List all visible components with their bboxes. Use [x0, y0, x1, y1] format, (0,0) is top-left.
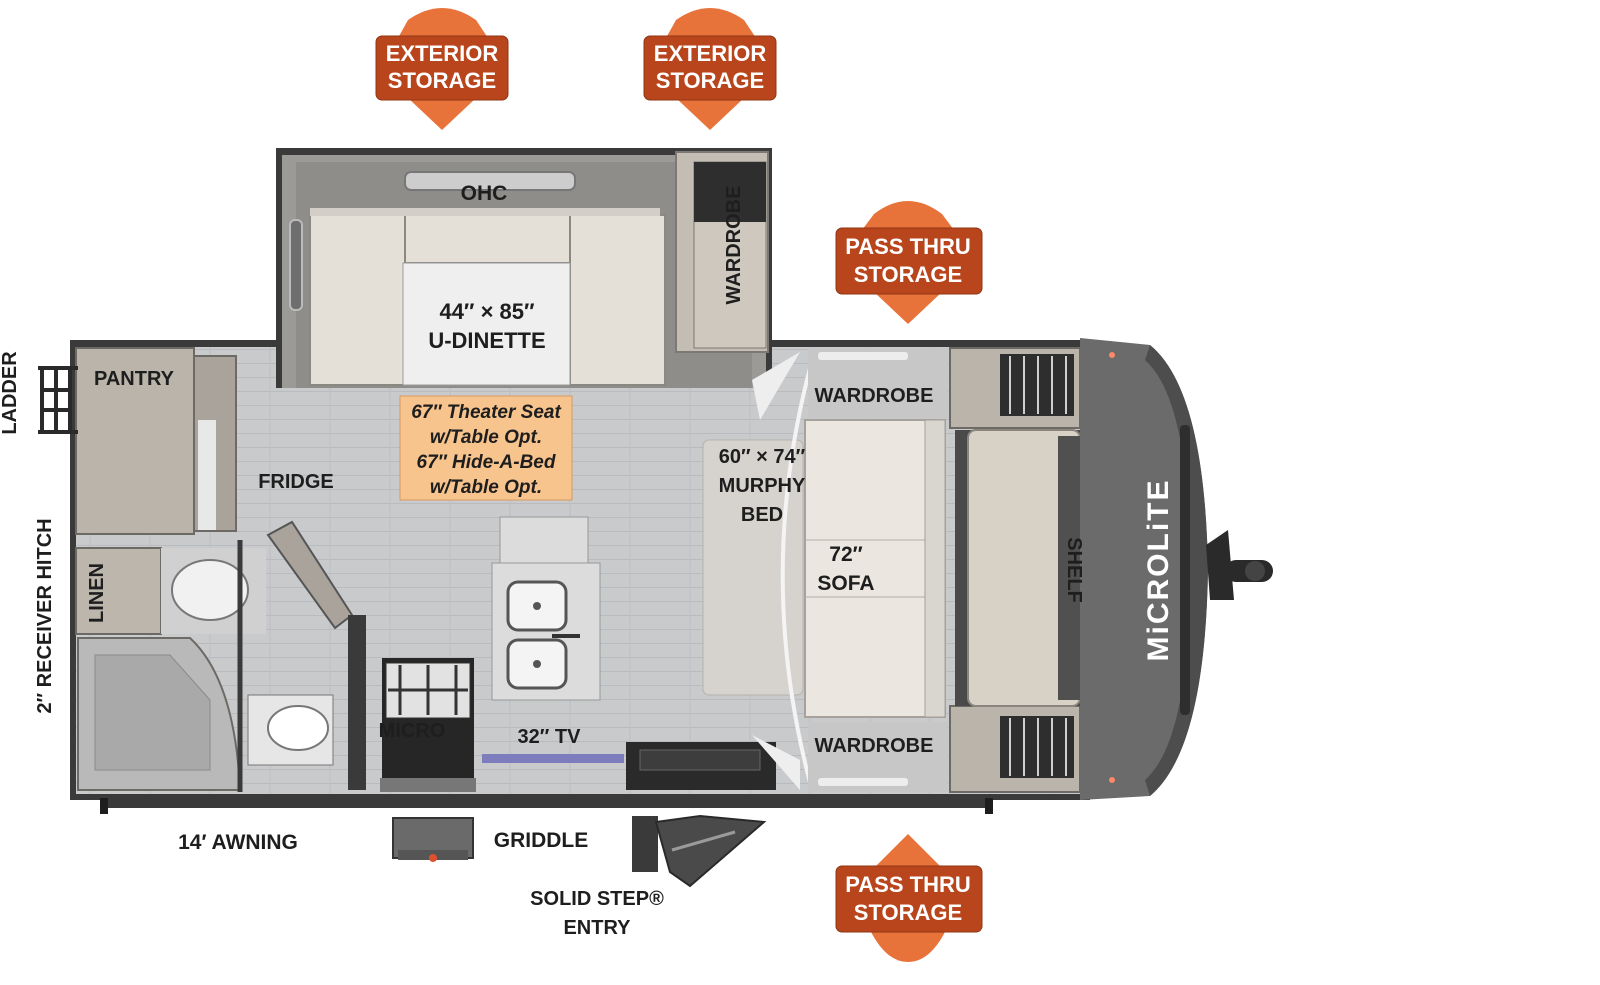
front-cap	[1080, 338, 1208, 800]
murphy-bed	[702, 439, 804, 696]
dinette-name-label: U-DINETTE	[428, 328, 545, 353]
ladder-label: LADDER	[0, 351, 21, 435]
u-dinette	[289, 171, 666, 386]
front-section	[949, 347, 1081, 793]
sink-bath	[267, 705, 329, 751]
sofa-line: 72″	[829, 543, 862, 566]
ohc-cabinet	[404, 171, 576, 191]
griddle-label: GRIDDLE	[494, 829, 589, 852]
callout-exterior-storage-2: EXTERIOR STORAGE	[643, 8, 777, 130]
tv-mount	[482, 754, 624, 763]
sofa-line: SOFA	[817, 572, 874, 595]
toilet	[171, 559, 249, 621]
callout-line: EXTERIOR	[386, 41, 499, 66]
ohc-label: OHC	[461, 182, 508, 205]
theater-line: 67″ Hide-A-Bed	[417, 452, 556, 473]
dinette-size-label: 44″ × 85″	[439, 299, 535, 324]
window	[289, 219, 303, 311]
murphy-bed-area	[702, 348, 948, 792]
kitchen	[348, 516, 776, 792]
callout-line: EXTERIOR	[654, 41, 767, 66]
slide-wardrobe	[675, 151, 769, 353]
callout-line: STORAGE	[656, 68, 764, 93]
awning-label: 14′ AWNING	[178, 831, 298, 854]
callout-pass-thru-storage-top: PASS THRU STORAGE	[835, 201, 983, 324]
ladder	[38, 366, 78, 434]
pantry-label: PANTRY	[94, 368, 175, 390]
awning	[100, 798, 993, 814]
micro-label: MICRO	[379, 720, 446, 742]
murphy-line: 60″ × 74″	[719, 446, 806, 468]
callout-line: PASS THRU	[845, 234, 971, 259]
wardrobe-top-label: WARDROBE	[815, 385, 934, 407]
theater-line: w/Table Opt.	[430, 477, 542, 498]
sofa	[804, 419, 946, 718]
theater-line: w/Table Opt.	[430, 427, 542, 448]
callout-line: STORAGE	[854, 900, 962, 925]
callout-line: STORAGE	[854, 262, 962, 287]
murphy-line: MURPHY	[719, 475, 806, 497]
shelf	[1058, 436, 1080, 700]
theater-seat-box	[399, 395, 573, 501]
pantry-cabinet	[75, 347, 237, 535]
callout-line: PASS THRU	[845, 872, 971, 897]
hitch-jack	[1206, 530, 1234, 600]
theater-line: 67″ Theater Seat	[411, 402, 561, 423]
wardrobe-bottom-label: WARDROBE	[815, 735, 934, 757]
receiver-hitch-label: 2″ RECEIVER HITCH	[34, 518, 56, 713]
fridge-label: FRIDGE	[258, 471, 334, 493]
wardrobe-slide-label: WARDROBE	[723, 186, 745, 305]
solid-step-entry	[632, 814, 767, 888]
callout-pass-thru-storage-bottom: PASS THRU STORAGE	[835, 834, 983, 962]
murphy-line: BED	[741, 504, 783, 526]
entry-line: ENTRY	[563, 917, 631, 939]
linen-label: LINEN	[86, 563, 108, 623]
bathroom	[75, 540, 334, 792]
callout-exterior-storage-1: EXTERIOR STORAGE	[375, 8, 509, 130]
tv-label: 32″ TV	[518, 726, 582, 748]
shelf-label: SHELF	[1063, 537, 1085, 603]
brand-logo: MiCROLiTE	[1142, 479, 1175, 662]
callout-line: STORAGE	[388, 68, 496, 93]
entry-line: SOLID STEP®	[530, 888, 664, 910]
